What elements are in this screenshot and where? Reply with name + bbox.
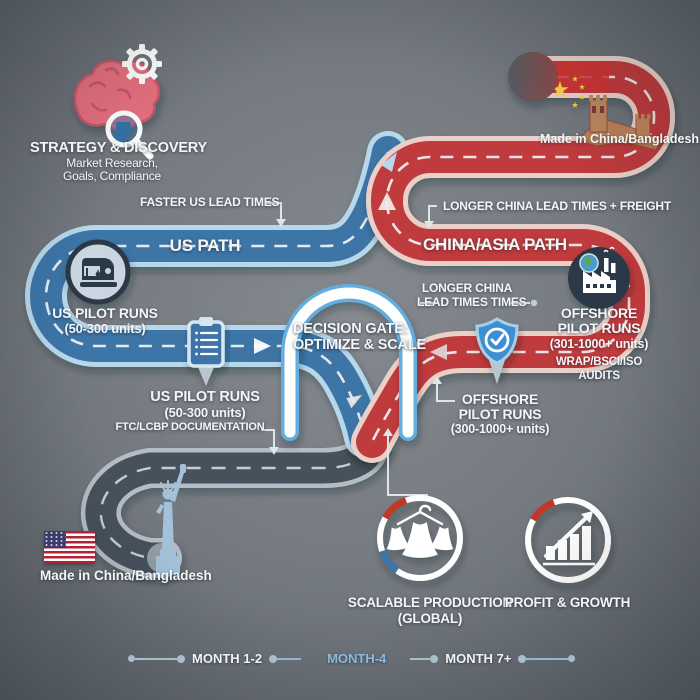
merged-road xyxy=(80,404,389,578)
offshore-road-line4: WRAP/BSCI/ISO xyxy=(555,356,643,368)
offshore-road-line2: PILOT RUNS xyxy=(557,320,641,336)
timeline-dot xyxy=(568,655,576,662)
offshore-road-line5: AUDITS xyxy=(578,370,620,382)
us-pilot-callout-line3: FTC/LCBP DOCUMENTATION xyxy=(115,421,265,433)
timeline-dot xyxy=(269,654,278,663)
dresses-hanger-icon xyxy=(376,494,464,582)
offshore-road-line3: (301-1000+ units) xyxy=(549,337,649,351)
shield-check-icon xyxy=(475,317,519,384)
timeline-line xyxy=(277,657,302,660)
us-flag-canton xyxy=(44,531,66,548)
offshore-callout-line2: PILOT RUNS xyxy=(458,406,542,422)
us-path-label: US PATH xyxy=(169,236,241,255)
scalable-production-line1: SCALABLE PRODUCTION xyxy=(347,595,513,610)
us-pilot-callout-line1: US PILOT RUNS xyxy=(150,389,260,405)
us-pilot-callout-line2: (50-300 units) xyxy=(164,405,246,420)
china-road xyxy=(351,52,675,463)
strategy-title: STRATEGY & DISCOVERY xyxy=(30,140,208,156)
china-asia-path-label: CHINA/ASIA PATH xyxy=(422,235,567,254)
decision-gate-line1: DECISION GATE: xyxy=(293,321,409,337)
offshore-callout-line1: OFFSHORE xyxy=(461,391,539,407)
timeline-month-4: MONTH-4 xyxy=(327,651,387,666)
us-pilot-road-line1: US PILOT RUNS xyxy=(52,305,158,321)
globe xyxy=(579,253,599,273)
growth-chart-icon xyxy=(524,496,612,584)
decision-gate-arch xyxy=(281,284,417,441)
factory-globe-icon xyxy=(568,246,630,309)
scalable-production-line2: (GLOBAL) xyxy=(397,611,463,626)
brain-stem xyxy=(112,122,131,144)
decision-gate-line2: OPTIMIZE & SCALE xyxy=(293,337,426,353)
timeline-dot xyxy=(518,654,527,663)
timeline: MONTH 1-2 MONTH-4 MONTH 7+ xyxy=(128,651,576,666)
magnifier-icon xyxy=(105,110,154,160)
great-wall-icon xyxy=(577,95,663,151)
callout-connectors xyxy=(261,202,538,496)
timeline-dot xyxy=(430,654,439,663)
strategy-subtitle-1: Market Research, xyxy=(66,156,158,170)
timeline-dot xyxy=(128,655,135,662)
timeline-line xyxy=(135,657,177,660)
timeline-dot xyxy=(177,654,185,663)
annotation-longer-china-line1: LONGER CHINA xyxy=(421,281,513,295)
made-in-china-top-label: Made in China/Bangladesh xyxy=(540,132,700,146)
sewing-machine-icon xyxy=(65,239,131,305)
profit-growth-label: PROFIT & GROWTH xyxy=(504,595,631,610)
annotation-longer-china-freight: LONGER CHINA LEAD TIMES + FREIGHT xyxy=(443,199,671,213)
offshore-road-line1: OFFSHORE xyxy=(560,305,638,321)
timeline-month-1-2: MONTH 1-2 xyxy=(192,651,263,666)
timeline-line xyxy=(410,657,431,660)
us-pilot-road-line2: (50-300 units) xyxy=(64,321,146,336)
strategy-subtitle-2: Goals, Compliance xyxy=(63,169,161,183)
us-flag-icon xyxy=(44,531,95,563)
road-direction-arrows xyxy=(254,152,447,409)
timeline-line xyxy=(526,657,569,660)
offshore-callout-line3: (300-1000+ units) xyxy=(450,422,550,436)
timeline-month-7: MONTH 7+ xyxy=(445,651,512,666)
statue-of-liberty-icon xyxy=(156,464,186,574)
china-road-start-cap xyxy=(508,52,558,102)
made-in-china-bottom-label: Made in China/Bangladesh xyxy=(40,568,212,583)
annotation-longer-china-line2: LEAD TIMES TIMES xyxy=(417,295,527,309)
clipboard-icon xyxy=(187,317,225,386)
gear-icon xyxy=(122,44,162,84)
annotation-faster-us-lead-times: FASTER US LEAD TIMES xyxy=(140,195,280,209)
